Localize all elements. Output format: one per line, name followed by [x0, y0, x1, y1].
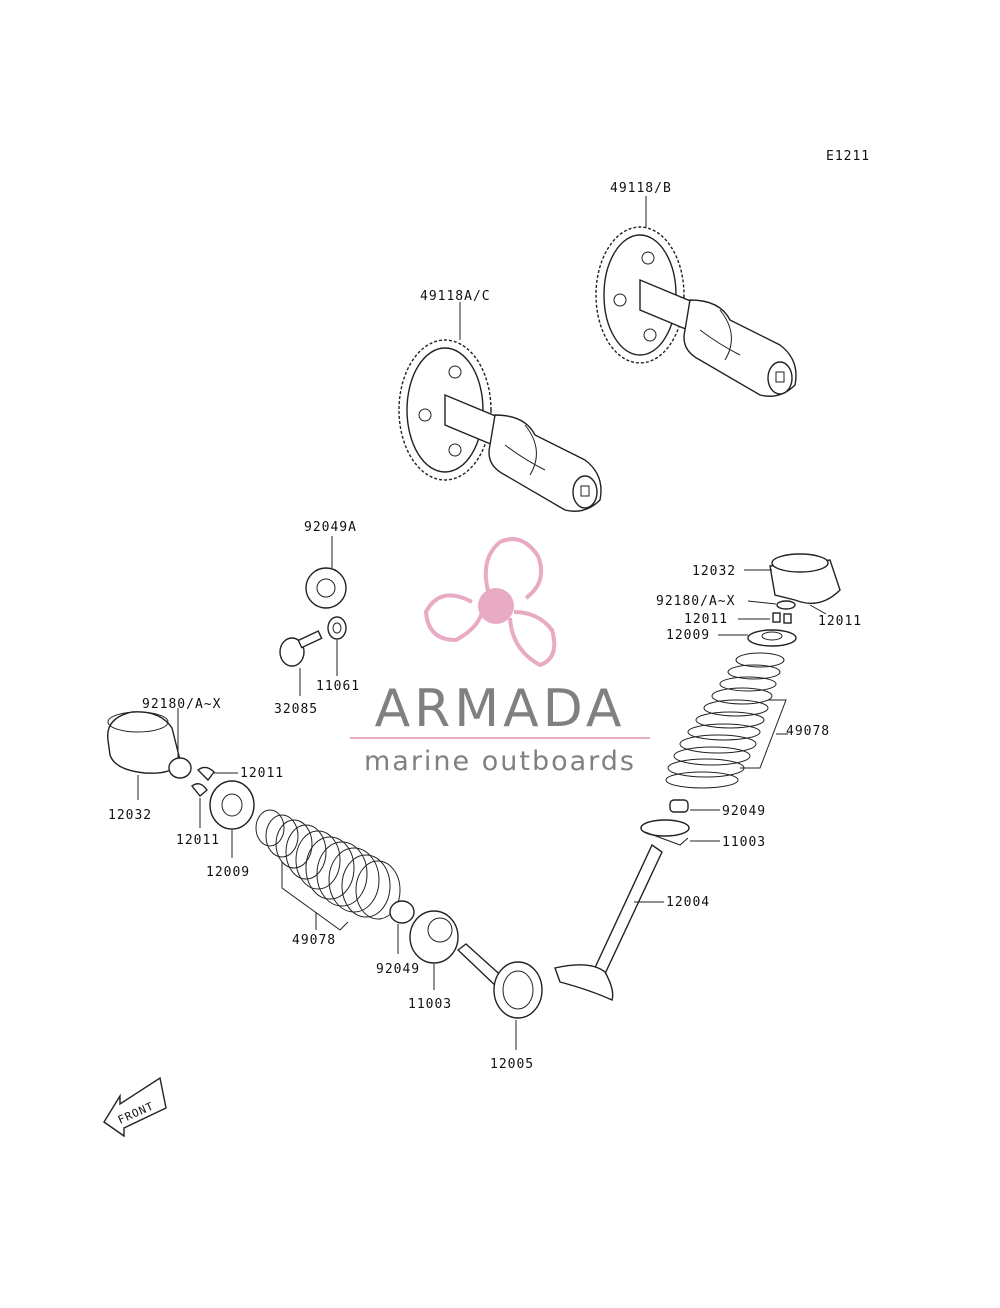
label-l-seal: 92049 — [376, 962, 420, 977]
label-r-retainer: 12009 — [666, 628, 710, 643]
right-seal-illustration — [669, 799, 689, 813]
label-bolt: 32085 — [274, 702, 318, 717]
left-spring-illustration — [255, 809, 401, 920]
label-l-keeper-b: 12011 — [176, 833, 220, 848]
left-seal-illustration — [389, 900, 415, 924]
label-l-shim: 92180/A~X — [142, 697, 221, 712]
right-retainer-illustration — [747, 629, 797, 647]
label-r-shim: 92180/A~X — [656, 594, 735, 609]
camshaft-b-illustration — [595, 196, 797, 397]
propeller-icon — [423, 537, 557, 668]
left-seat-illustration — [409, 910, 459, 964]
armada-logo: ARMADA marine outboards — [350, 537, 650, 777]
watermark-brand: ARMADA — [375, 679, 626, 739]
right-tappet-illustration — [769, 553, 841, 604]
label-r-spring: 49078 — [786, 724, 830, 739]
label-r-keeper-b: 12011 — [818, 614, 862, 629]
right-valve-illustration — [554, 843, 663, 1001]
front-arrow: FRONT — [103, 1076, 167, 1138]
right-keepers-illustration — [772, 612, 792, 624]
label-cam-b: 49118/B — [610, 181, 672, 196]
washer-illustration — [327, 616, 347, 640]
label-r-keeper-a: 12011 — [684, 612, 728, 627]
right-shim-illustration — [776, 600, 796, 610]
label-cam-a: 49118A/C — [420, 289, 491, 304]
label-l-seat: 11003 — [408, 997, 452, 1012]
left-keepers-illustration — [191, 766, 215, 798]
label-washer: 11061 — [316, 679, 360, 694]
label-r-seal: 92049 — [722, 804, 766, 819]
label-bearing: 92049A — [304, 520, 357, 535]
right-spring-illustration — [665, 652, 785, 789]
label-l-keeper-a: 12011 — [240, 766, 284, 781]
diagram-code: E1211 — [826, 149, 870, 164]
bearing-illustration — [305, 567, 347, 609]
left-shim-illustration — [168, 757, 192, 779]
bolt-illustration — [279, 630, 323, 667]
right-seat-illustration — [640, 819, 690, 846]
left-valve-illustration — [456, 943, 543, 1019]
left-retainer-illustration — [209, 780, 255, 830]
label-r-seat: 11003 — [722, 835, 766, 850]
label-l-retainer: 12009 — [206, 865, 250, 880]
watermark-tagline: marine outboards — [364, 746, 636, 777]
label-l-spring: 49078 — [292, 933, 336, 948]
label-r-tappet: 12032 — [692, 564, 736, 579]
label-r-valve: 12004 — [666, 895, 710, 910]
label-l-valve: 12005 — [490, 1057, 534, 1072]
label-l-tappet: 12032 — [108, 808, 152, 823]
camshaft-a-illustration — [398, 302, 602, 512]
